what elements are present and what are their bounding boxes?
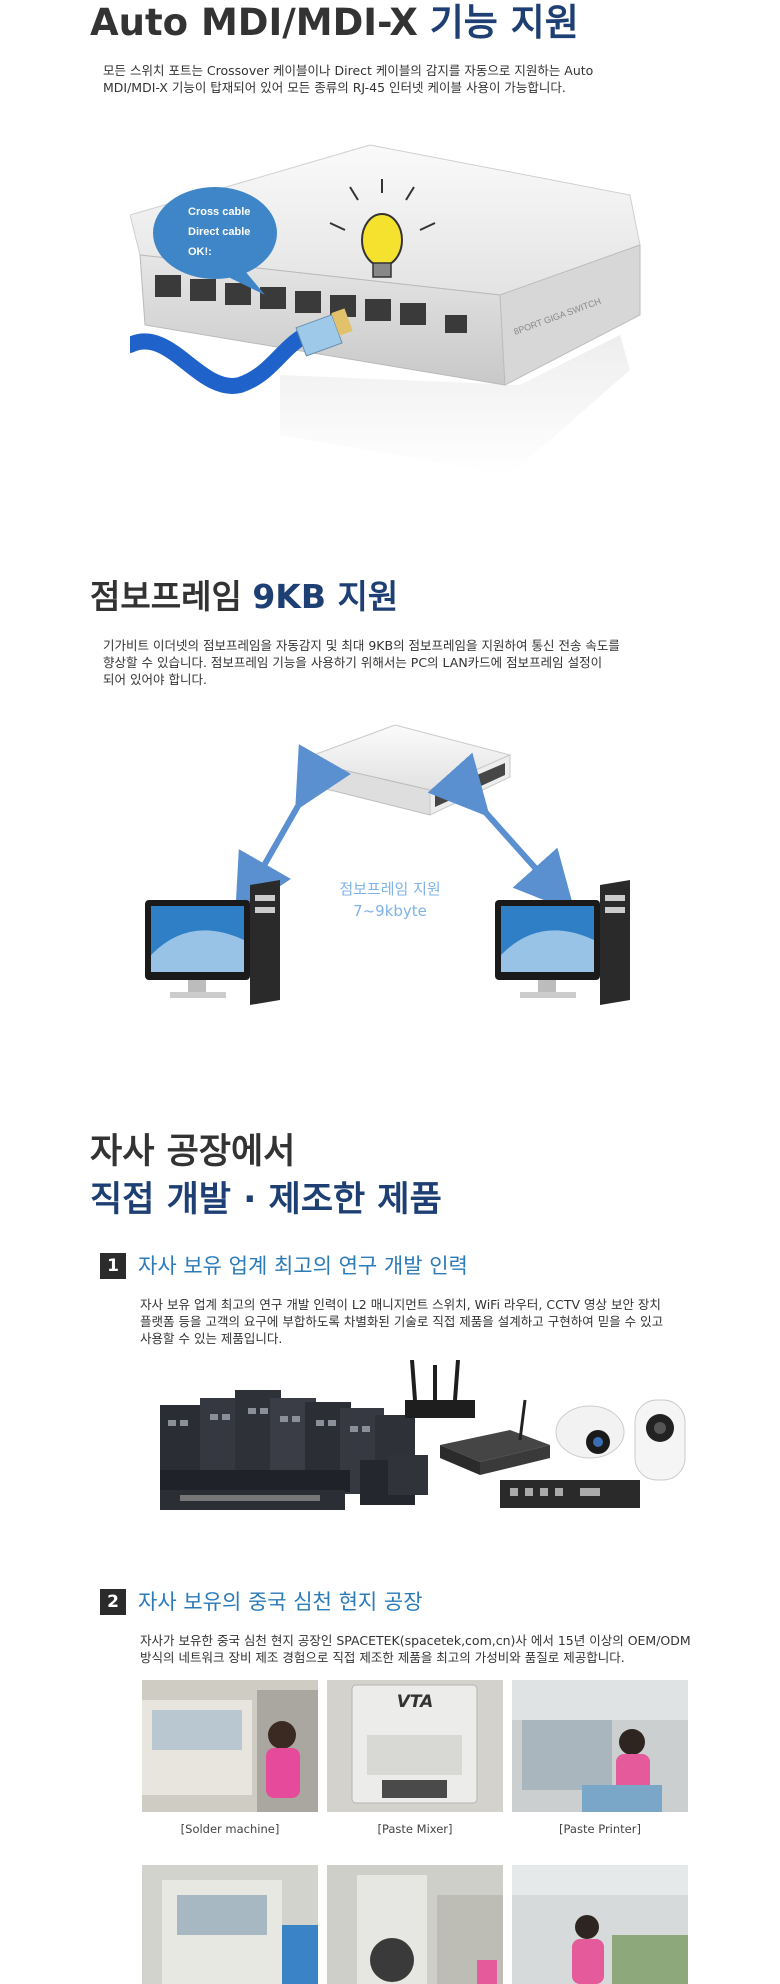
photo-paste-printer xyxy=(512,1680,688,1812)
dvr-box-image xyxy=(500,1480,640,1508)
sub2-desc-line: 자사가 보유한 중국 심천 현지 공장인 SPACETEK(spacetek,c… xyxy=(140,1633,691,1648)
industrial-switches-image xyxy=(160,1390,428,1510)
computer-right-icon xyxy=(495,880,630,1005)
jumbo-frame-diagram xyxy=(145,724,630,1005)
sub2-number-badge: 2 xyxy=(100,1589,126,1615)
products-illustration xyxy=(160,1360,686,1510)
section1-desc-line: 모든 스위치 포트는 Crossover 케이블이나 Direct 케이블의 감… xyxy=(103,63,594,78)
sub1-desc-line: 플랫폼 등을 고객의 요구에 부합하도록 차별화된 기술로 직접 제품을 설계하… xyxy=(140,1314,664,1329)
paste-mixer-brand: VTA xyxy=(396,1692,434,1712)
section-auto-mdi: Auto MDI/MDI-X 기능 지원 모든 스위치 포트는 Crossove… xyxy=(0,0,780,520)
network-box-image xyxy=(440,1399,550,1475)
sub1-title: 자사 보유 업계 최고의 연구 개발 인력 xyxy=(138,1254,468,1278)
section2-description: 기가비트 이더넷의 점보프레임을 자동감지 및 최대 9KB의 점보프레임을 지… xyxy=(103,637,703,688)
speech-bubble xyxy=(153,187,277,295)
sub1-desc-line: 사용할 수 있는 제품입니다. xyxy=(140,1331,283,1346)
section2-title-part2: 9KB 지원 xyxy=(252,577,399,616)
sub2-title: 자사 보유의 중국 심천 현지 공장 xyxy=(138,1590,423,1614)
jumbo-frame-label-line2: 7~9kbyte xyxy=(353,902,427,920)
sub2-desc-line: 방식의 네트워크 장비 제조 경험으로 직접 제조한 제품을 최고의 가성비와 … xyxy=(140,1650,625,1665)
section1-title: Auto MDI/MDI-X 기능 지원 xyxy=(90,0,579,46)
section2-desc-line: 되어 있어야 합니다. xyxy=(103,672,207,687)
section1-title-part1: Auto MDI/MDI-X xyxy=(90,1,418,44)
section1-description: 모든 스위치 포트는 Crossover 케이블이나 Direct 케이블의 감… xyxy=(103,62,703,96)
section-own-factory: 자사 공장에서 직접 개발 · 제조한 제품 1 자사 보유 업계 최고의 연구… xyxy=(0,1120,780,1984)
sub1-desc-line: 자사 보유 업계 최고의 연구 개발 인력이 L2 매니지먼트 스위치, WiF… xyxy=(140,1297,661,1312)
jumbo-frame-label: 점보프레임 지원 7~9kbyte xyxy=(300,878,480,922)
photo-solder-machine xyxy=(142,1680,318,1812)
section1-desc-line: MDI/MDI-X 기능이 탑재되어 있어 모든 종류의 RJ-45 인터넷 케… xyxy=(103,80,566,95)
photo-factory-5 xyxy=(327,1865,503,1984)
switch-cable-illustration: 8PORT GIGA SWITCH Cross cable Direct cab… xyxy=(130,144,641,475)
caption-solder-machine: [Solder machine] xyxy=(180,1822,280,1836)
photo-factory-6 xyxy=(512,1865,688,1984)
sub1-number-badge: 1 xyxy=(100,1253,126,1279)
switch-reflection xyxy=(280,335,630,475)
section2-title: 점보프레임 9KB 지원 xyxy=(90,570,398,618)
photo-factory-4 xyxy=(142,1865,318,1984)
switch-side xyxy=(499,244,641,386)
section-jumbo-frame: 점보프레임 9KB 지원 기가비트 이더넷의 점보프레임을 자동감지 및 최대 … xyxy=(0,560,780,1080)
bubble-text-2: Direct cable xyxy=(188,226,250,238)
network-switch xyxy=(298,724,512,816)
section3-heading-line2: 직접 개발 · 제조한 제품 xyxy=(90,1180,442,1220)
sub2-description: 자사가 보유한 중국 심천 현지 공장인 SPACETEK(spacetek,c… xyxy=(140,1632,740,1666)
section1-title-part2: 기능 지원 xyxy=(429,1,579,44)
section3-heading: 자사 공장에서 직접 개발 · 제조한 제품 xyxy=(90,1128,442,1224)
caption-paste-mixer: [Paste Mixer] xyxy=(377,1822,453,1836)
sub1-description: 자사 보유 업계 최고의 연구 개발 인력이 L2 매니지먼트 스위치, WiF… xyxy=(140,1296,740,1347)
ip-camera-image xyxy=(634,1399,686,1481)
section2-title-part1: 점보프레임 xyxy=(90,577,242,616)
jumbo-frame-label-line1: 점보프레임 지원 xyxy=(339,880,441,898)
cctv-dome-camera-image xyxy=(555,1405,625,1459)
section3-heading-line1: 자사 공장에서 xyxy=(90,1132,296,1172)
bubble-text-3: OK!: xyxy=(188,246,212,258)
wifi-router-image xyxy=(405,1360,475,1418)
section2-desc-line: 기가비트 이더넷의 점보프레임을 자동감지 및 최대 9KB의 점보프레임을 지… xyxy=(103,638,620,653)
lightbulb-icon xyxy=(329,179,436,278)
computer-left-icon xyxy=(145,880,280,1005)
caption-paste-printer: [Paste Printer] xyxy=(559,1822,641,1836)
bubble-text-1: Cross cable xyxy=(188,206,250,218)
arrow-right xyxy=(427,752,576,913)
arrow-left xyxy=(235,744,351,917)
photo-paste-mixer: VTA xyxy=(327,1680,503,1812)
section2-desc-line: 향상할 수 있습니다. 점보프레임 기능을 사용하기 위해서는 PC의 LAN카… xyxy=(103,655,603,670)
ethernet-cable-icon xyxy=(130,308,353,394)
